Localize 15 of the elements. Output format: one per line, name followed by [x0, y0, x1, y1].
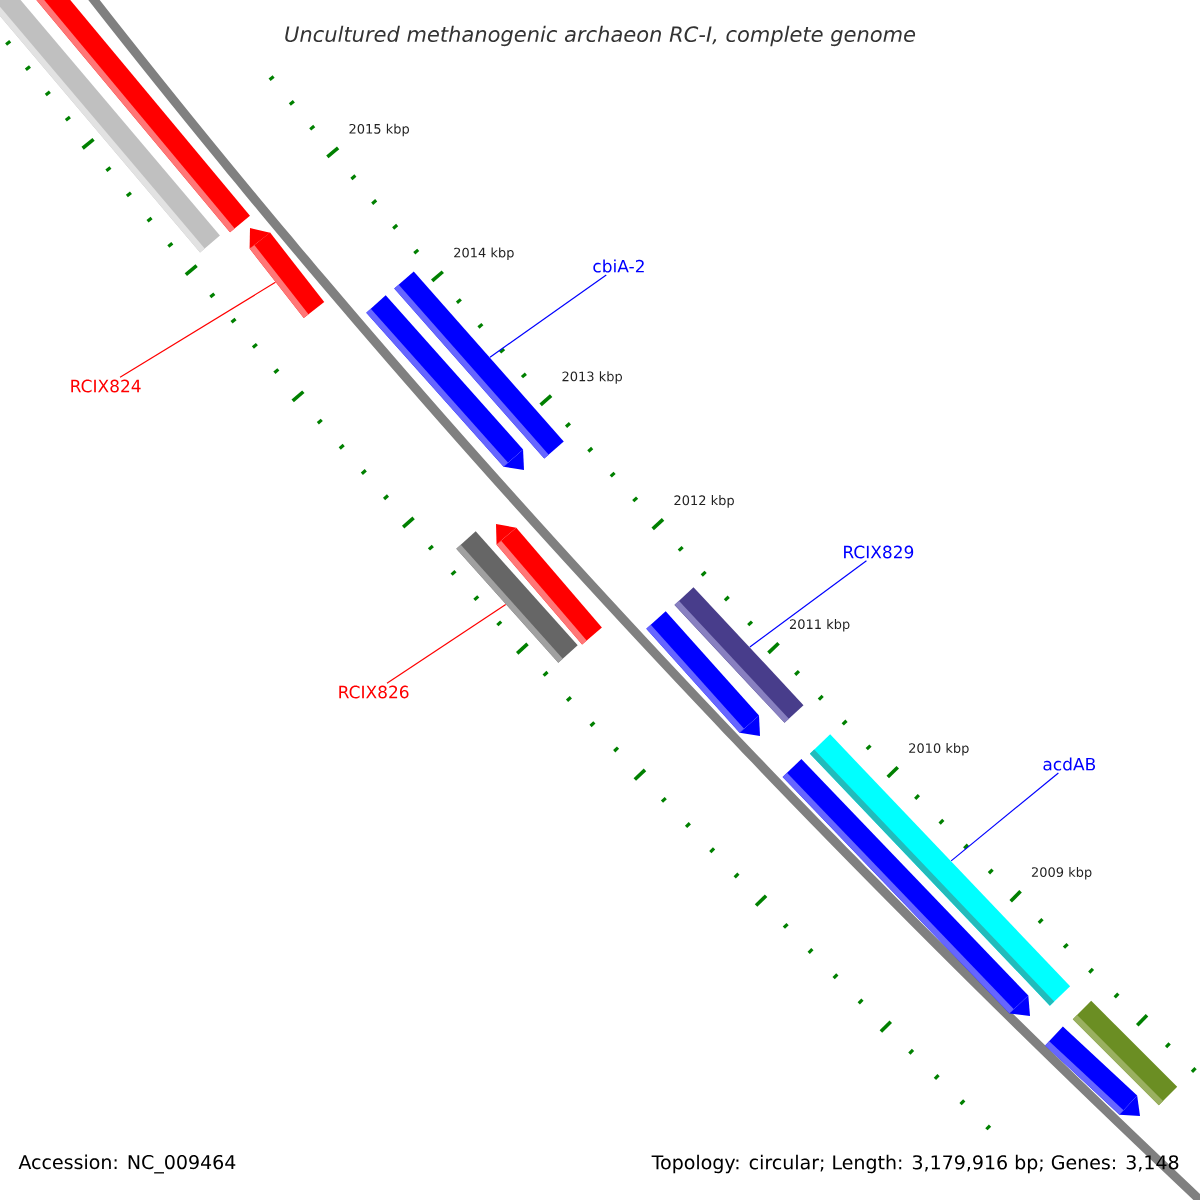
leader-line — [489, 274, 607, 358]
gene-feature — [249, 228, 325, 318]
gene-label: acdAB — [1043, 757, 1096, 771]
leader-line — [386, 603, 507, 684]
title: Uncultured methanogenic archaeon RC-I, complete genome — [285, 25, 916, 47]
genome-info-text: Topology: circular; Length: 3,179,916 bp; Genes: 3,148 — [651, 1154, 1179, 1174]
gene-label: RCIX826 — [339, 685, 409, 699]
accession-text: Accession: NC_009464 — [18, 1154, 236, 1174]
gene-label: RCIX824 — [71, 379, 141, 393]
leader-line — [950, 772, 1059, 862]
gene-label: RCIX829 — [844, 545, 914, 559]
gene-feature — [394, 271, 564, 459]
leader-line — [119, 281, 276, 378]
gene-label: cbiA-2 — [593, 259, 644, 273]
leader-line — [749, 560, 868, 648]
